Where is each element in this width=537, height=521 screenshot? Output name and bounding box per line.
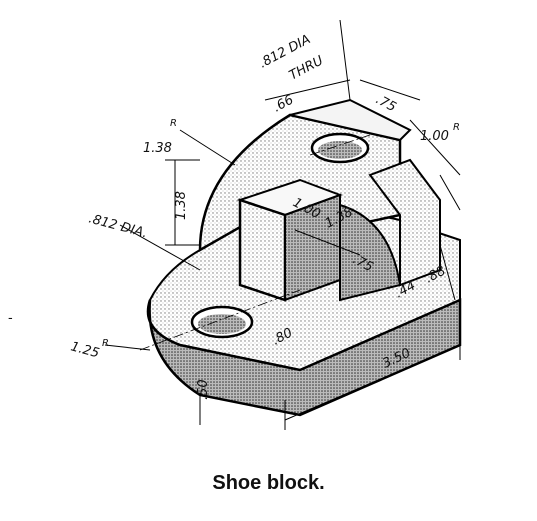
- margin-dash: -: [8, 311, 13, 326]
- dim-075-top: .75: [373, 92, 398, 115]
- top-hole-inner: [318, 141, 362, 159]
- figure-caption: Shoe block.: [212, 472, 325, 494]
- right-wall: [368, 158, 441, 287]
- dimension-lines: [104, 19, 461, 430]
- dim-125-radius-r: R: [102, 338, 109, 349]
- dim-100-radius: 1.00: [420, 129, 449, 144]
- base-front-face: [146, 298, 462, 417]
- curved-slot: [339, 203, 402, 302]
- dim-125-radius: 1.25: [69, 339, 101, 361]
- center-line: [139, 289, 301, 351]
- center-block-front: [238, 198, 287, 302]
- dim-top-hole-thru: THRU: [287, 53, 326, 83]
- left-hole-inner: [198, 314, 246, 334]
- center-line: [309, 134, 371, 156]
- dim-100-radius-r: R: [453, 122, 460, 133]
- dim-left-hole-dia: .812 DIA.: [87, 211, 149, 241]
- dim-050: .50: [196, 379, 211, 400]
- dim-066: .66: [271, 93, 296, 116]
- dim-138-radius: 1.38: [143, 141, 172, 156]
- dim-138-height: 1.38: [174, 191, 189, 220]
- upright-top: [289, 98, 412, 142]
- dim-138-radius-r: R: [170, 118, 177, 129]
